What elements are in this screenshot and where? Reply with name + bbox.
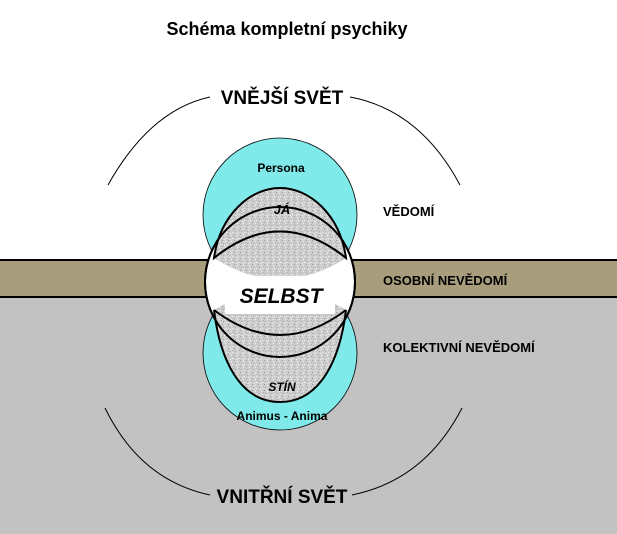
shadow-divider-line bbox=[213, 309, 347, 336]
shadow-label: STÍN bbox=[268, 379, 296, 394]
self-label-band bbox=[225, 276, 335, 314]
animus-anima-label: Animus - Anima bbox=[237, 409, 328, 423]
persona-label: Persona bbox=[257, 161, 305, 175]
shadow-area bbox=[214, 290, 346, 402]
inner-world-label: VNITŘNÍ SVĚT bbox=[217, 486, 348, 508]
outer-world-arc-right bbox=[349, 96, 461, 186]
ego-divider-line bbox=[213, 230, 347, 259]
outer-world-arc-left bbox=[107, 96, 211, 186]
shadow-outline bbox=[213, 309, 347, 404]
personal-unconscious-label: OSOBNÍ NEVĚDOMÍ bbox=[383, 273, 508, 288]
conscious-label: VĚDOMÍ bbox=[383, 204, 435, 219]
ego-label: JÁ bbox=[274, 202, 291, 217]
collective-unconscious-label: KOLEKTIVNÍ NEVĚDOMÍ bbox=[383, 340, 535, 355]
self-label: SELBST bbox=[240, 285, 325, 308]
inner-world-arc-left bbox=[104, 407, 211, 496]
diagram-title: Schéma kompletní psychiky bbox=[166, 19, 407, 39]
ego-lower-area bbox=[214, 231, 346, 279]
inner-world-arc-right bbox=[351, 407, 463, 496]
outer-world-label: VNĚJŠÍ SVĚT bbox=[221, 87, 344, 109]
self-circle-outline bbox=[204, 206, 356, 358]
